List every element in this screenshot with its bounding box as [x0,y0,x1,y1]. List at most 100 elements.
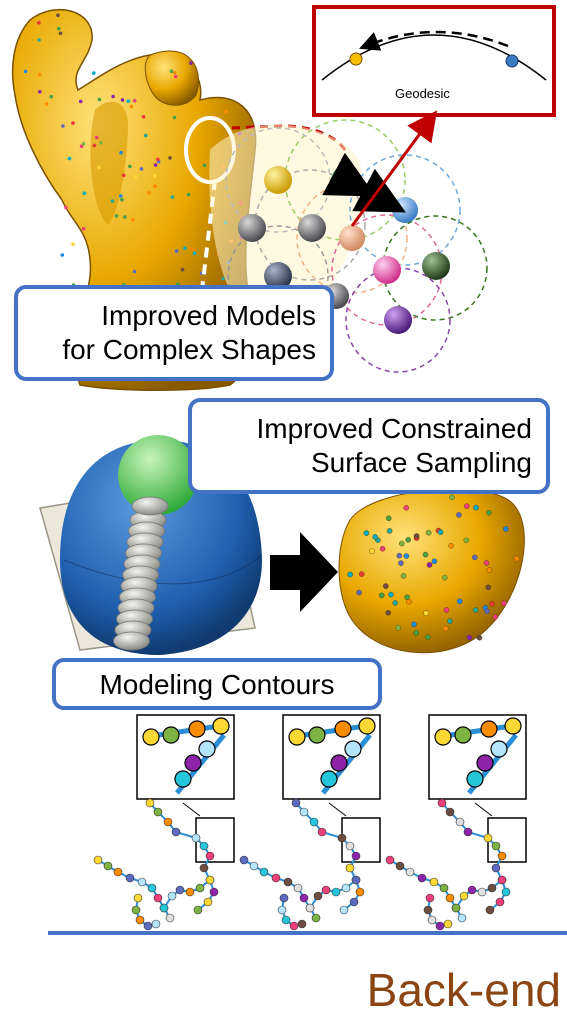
contour-node [405,867,415,877]
contour-node [239,855,249,865]
blob-sample-dot [485,584,492,591]
contour-zoom-pointer [474,802,493,817]
contour-node [459,891,469,901]
models-callout: Improved Models for Complex Shapes [14,285,334,381]
bead-chain [113,496,169,651]
bone-sample-dot [132,269,137,274]
contour-node [317,827,327,837]
blob-sample-dot [502,526,509,532]
bone-sample-dot [111,94,115,99]
blob-sample-dot [385,515,392,522]
contour-node [395,861,405,871]
contour-inset-node [454,726,472,744]
contour-inset-node [288,728,306,746]
contour-inset-node [490,740,508,758]
contour-node [203,897,213,907]
blob-sample-dot [395,624,402,631]
contour-inset-node [174,770,192,788]
bone-sample-dot [183,246,187,251]
bone-sample-dot [56,13,60,18]
blob-sample-points [347,494,520,641]
contour-inset-node [344,740,362,758]
backend-label: Back-end [366,964,561,1016]
bone-sample-dot [172,115,177,120]
blob-sample-dot [372,534,378,540]
contour-inset-node [480,720,498,738]
contours-label: Modeling Contours [99,669,335,700]
contour-node [337,833,347,843]
contour-inset-node [358,717,376,735]
blob-sample-dot [368,548,375,555]
contour-node [491,863,501,873]
contour-node [299,807,309,817]
contour-node [485,905,495,915]
contour-node [351,851,361,861]
contour-node [495,897,505,907]
blob-sample-dot [501,600,507,607]
contour-node [349,897,359,907]
blob-sample-dot [449,494,455,501]
contour-node [457,913,467,923]
blob-sample-dot [392,600,399,606]
blob-sample-dot [406,599,412,605]
bone-sample-dot [186,192,191,197]
contour-node [417,873,427,883]
contour-zoom-pointer [182,802,201,817]
contour-node [445,807,455,817]
contour-node [259,867,269,877]
blob-sample-dot [411,621,417,628]
bone-sample-dot [119,150,123,155]
contour-node [145,798,155,808]
sampling-callout: Improved Constrained Surface Sampling [188,398,550,494]
contour-node [193,905,203,915]
contour-panel [93,714,235,931]
bone-sample-dot [82,191,87,195]
bone-sample-dot [92,71,96,75]
bone-sample-dot [23,69,28,74]
blob-sample-dot [486,509,492,516]
bone-sample-dot [168,156,172,160]
bone-sample-dot [190,246,194,251]
bone-sample-dot [58,31,63,36]
models-label-line1: Improved Models [101,300,316,331]
contour-inset-node [162,726,180,744]
contour-node [159,903,169,913]
blob-sample-dot [426,562,433,568]
contour-node [137,877,147,887]
contour-node [277,905,287,915]
bone-sample-dot [120,198,124,202]
contour-node [143,921,153,931]
contour-inset-node [142,728,160,746]
bone-sample-dot [57,26,61,31]
contour-node [283,877,293,887]
bone-sample-dot [147,191,151,195]
bone-sample-dot [97,165,101,170]
contour-node [199,863,209,873]
contour-node [297,919,307,929]
chain-bead [113,631,150,651]
contour-node [165,913,175,923]
sampled-blob [338,488,525,654]
bone-sample-dot [189,61,193,65]
blob-sample-dot [413,533,420,539]
contour-node [501,887,511,897]
bone-sample-dot [156,157,160,162]
contour-node [195,883,205,893]
contour-inset-node [320,770,338,788]
contour-node [125,873,135,883]
contour-node [135,915,145,925]
bone-sample-dot [192,251,197,256]
contour-node [445,893,455,903]
blob-sample-dot [448,542,454,549]
bone-sample-dot [49,94,54,99]
blob-sample-dot [358,571,365,577]
bone-sample-dot [94,135,99,140]
blob-sample-dot [404,594,410,601]
contour-node [205,875,215,885]
blob-sample-dot [463,503,470,510]
bone-sample-dot [71,242,75,246]
blob-sample-dot [388,591,394,598]
sampling-label-line2: Surface Sampling [310,447,532,478]
bone-sample-dot [126,99,131,103]
